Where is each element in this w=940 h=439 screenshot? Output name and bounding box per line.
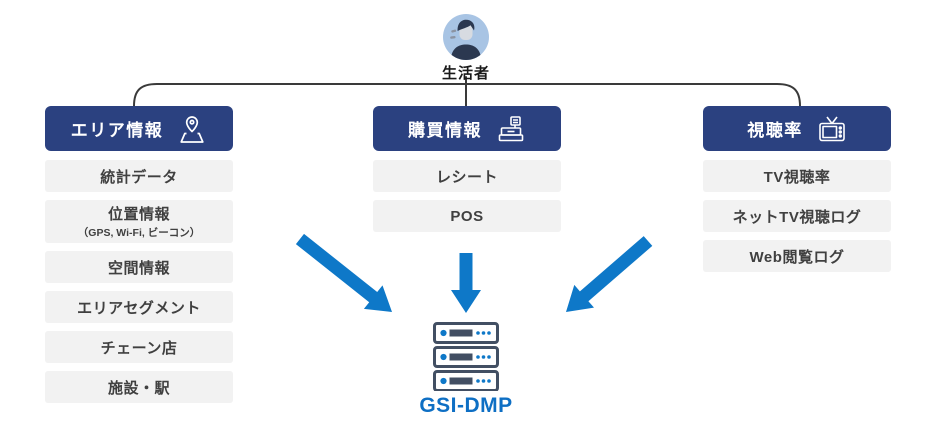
destination-label: GSI-DMP xyxy=(419,394,513,417)
server-stack-icon xyxy=(433,322,499,391)
item-label: チェーン店 xyxy=(100,339,178,357)
area-info-header-label: エリア情報 xyxy=(70,121,164,140)
item-label: エリアセグメント xyxy=(77,299,201,317)
purchase-info-header-label: 購買情報 xyxy=(408,121,482,140)
arrow-middle xyxy=(451,253,481,313)
item-label: レシート xyxy=(435,168,498,186)
item-label: POS xyxy=(450,207,484,225)
column-ratings: 視聴率 TV視聴率 ネットTV視聴ログ Web閲覧ログ xyxy=(703,106,891,272)
list-item: Web閲覧ログ xyxy=(703,240,891,272)
destination-node: GSI-DMP xyxy=(391,322,541,418)
list-item: 施設・駅 xyxy=(45,371,233,403)
list-item: エリアセグメント xyxy=(45,291,233,323)
consumer-node: 生活者 xyxy=(416,14,516,83)
item-label: 統計データ xyxy=(100,168,178,186)
arrow-right xyxy=(566,236,653,312)
item-label: 施設・駅 xyxy=(107,379,170,397)
item-label: TV視聴率 xyxy=(763,168,831,186)
item-label: ネットTV視聴ログ xyxy=(732,208,862,226)
ratings-header: 視聴率 xyxy=(703,106,891,151)
list-item: レシート xyxy=(373,160,561,192)
purchase-info-items: レシート POS xyxy=(373,160,561,232)
ratings-items: TV視聴率 ネットTV視聴ログ Web閲覧ログ xyxy=(703,160,891,272)
area-info-header: エリア情報 xyxy=(45,106,233,151)
tv-icon xyxy=(818,116,845,141)
item-label: 空間情報 xyxy=(107,259,170,277)
list-item: 空間情報 xyxy=(45,251,233,283)
purchase-info-header: 購買情報 xyxy=(373,106,561,151)
ratings-header-label: 視聴率 xyxy=(747,121,803,140)
list-item: チェーン店 xyxy=(45,331,233,363)
list-item: 統計データ xyxy=(45,160,233,192)
column-purchase-info: 購買情報 レシート POS xyxy=(373,106,561,232)
list-item: POS xyxy=(373,200,561,232)
map-pin-icon xyxy=(180,115,204,143)
cash-register-icon xyxy=(498,115,524,141)
arrow-left xyxy=(295,233,392,312)
item-label: 位置情報 xyxy=(107,206,170,223)
person-avatar-icon xyxy=(443,14,489,60)
item-label: Web閲覧ログ xyxy=(749,248,845,266)
item-sublabel: （GPS, Wi-Fi, ビーコン） xyxy=(77,227,201,239)
area-info-items: 統計データ 位置情報 （GPS, Wi-Fi, ビーコン） 空間情報 エリアセグ… xyxy=(45,160,233,403)
list-item: 位置情報 （GPS, Wi-Fi, ビーコン） xyxy=(45,200,233,243)
list-item: TV視聴率 xyxy=(703,160,891,192)
list-item: ネットTV視聴ログ xyxy=(703,200,891,232)
consumer-label: 生活者 xyxy=(441,65,490,82)
column-area-info: エリア情報 統計データ 位置情報 （GPS, Wi-Fi, ビーコン） 空間情報… xyxy=(45,106,233,403)
